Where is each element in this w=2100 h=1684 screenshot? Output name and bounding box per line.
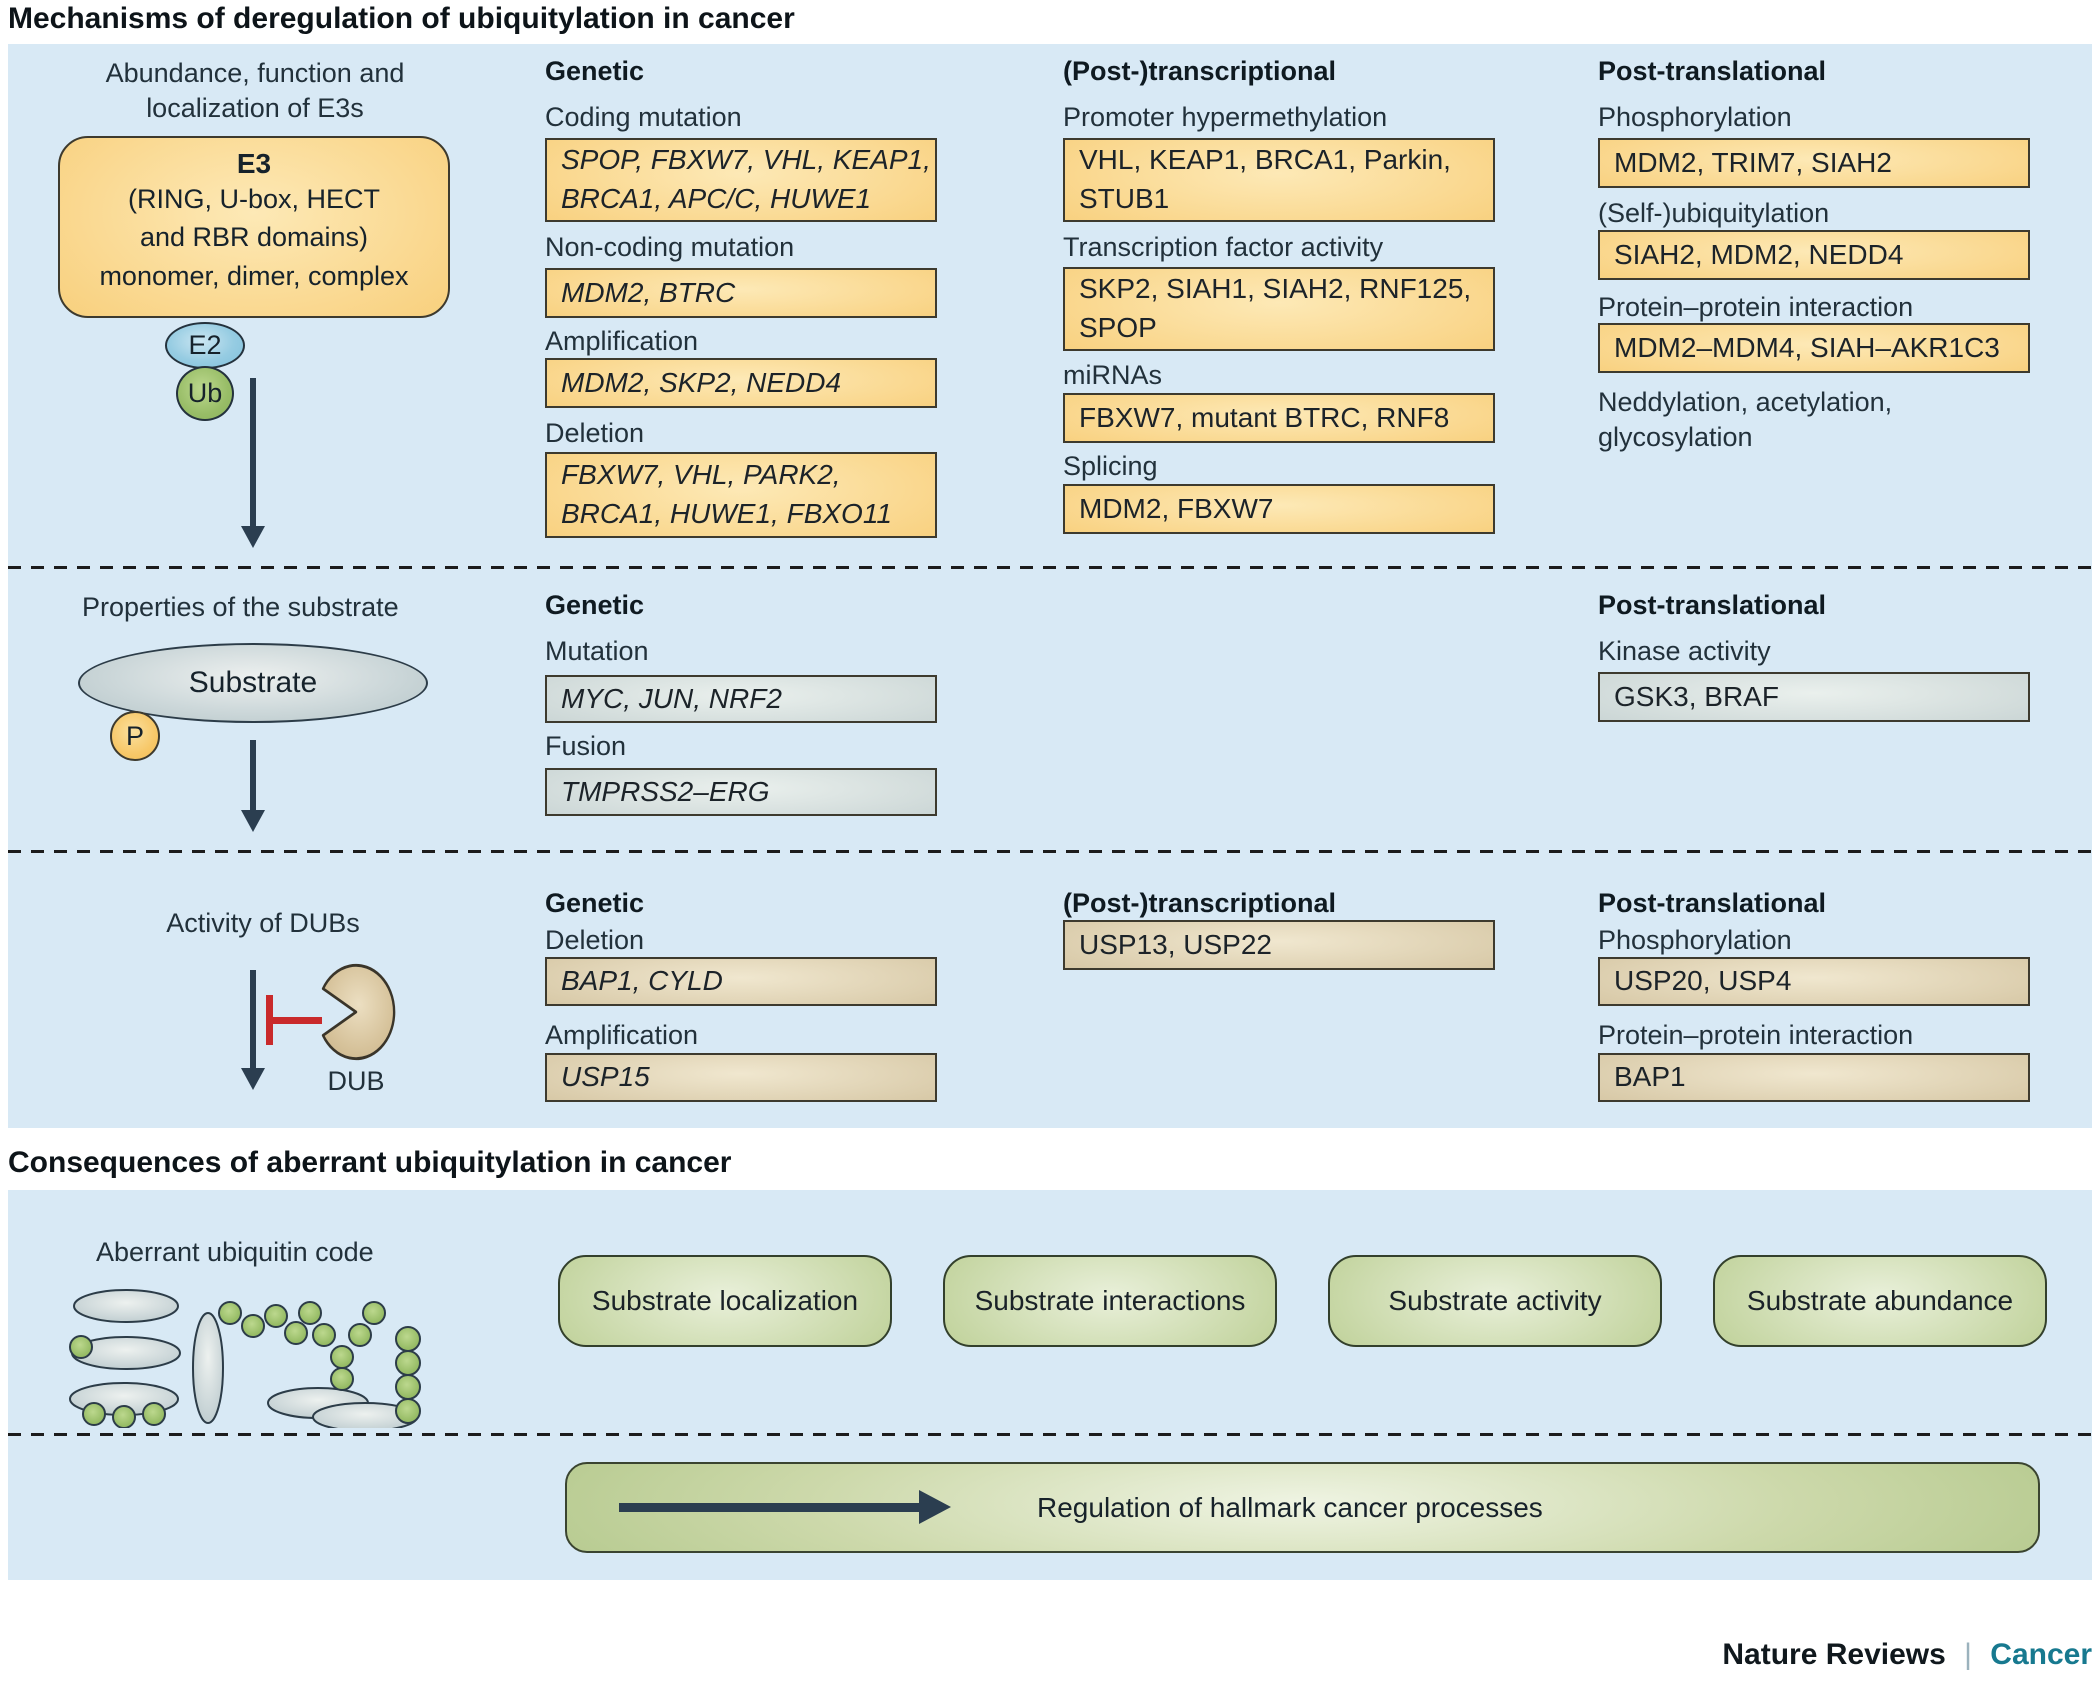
r2-mutation-genes-box: MYC, JUN, NRF2 bbox=[545, 675, 937, 723]
r2-kinase-activity-label: Kinase activity bbox=[1598, 636, 1771, 666]
section-divider-3 bbox=[8, 1433, 2092, 1436]
r1-amplification-genes-box: MDM2, SKP2, NEDD4 bbox=[545, 358, 937, 408]
regulation-arrow-head bbox=[919, 1490, 951, 1524]
r1-tf-activity-genes-box: SKP2, SIAH1, SIAH2, RNF125, SPOP bbox=[1063, 267, 1495, 351]
phosphate-badge-label: P bbox=[125, 720, 144, 751]
outcome-substrate-interactions: Substrate interactions bbox=[943, 1255, 1277, 1347]
substrate-down-arrow-line bbox=[250, 740, 256, 810]
r3-ppi-label: Protein–protein interaction bbox=[1598, 1020, 1914, 1050]
r1-ppi-label: Protein–protein interaction bbox=[1598, 292, 1914, 322]
outcome-substrate-abundance: Substrate abundance bbox=[1713, 1255, 2047, 1347]
r1-phosphorylation-label: Phosphorylation bbox=[1598, 102, 1792, 132]
r2-fusion-genes-box: TMPRSS2–ERG bbox=[545, 768, 937, 816]
dub-down-arrow-line bbox=[250, 970, 256, 1068]
r1-splicing-label: Splicing bbox=[1063, 451, 1158, 481]
r3-phosphorylation-genes-box: USP20, USP4 bbox=[1598, 957, 2030, 1006]
journal-credit-name: Cancer bbox=[1990, 1638, 2092, 1671]
regulation-arrow-line bbox=[619, 1503, 919, 1512]
r2-mutation-label: Mutation bbox=[545, 636, 649, 666]
r1-transcriptional-heading: (Post-)transcriptional bbox=[1063, 56, 1337, 86]
r3-genetic-heading: Genetic bbox=[545, 888, 645, 918]
r1-mirnas-label: miRNAs bbox=[1063, 360, 1162, 390]
r1-deletion-genes-box: FBXW7, VHL, PARK2, BRCA1, HUWE1, FBXO11 bbox=[545, 452, 937, 538]
r1-noncoding-mutation-label: Non-coding mutation bbox=[545, 232, 795, 262]
ub-label: Ub bbox=[187, 378, 223, 408]
r1-genetic-heading: Genetic bbox=[545, 56, 645, 86]
r1-phosphorylation-genes-box: MDM2, TRIM7, SIAH2 bbox=[1598, 138, 2030, 188]
r1-promoter-label: Promoter hypermethylation bbox=[1063, 102, 1388, 132]
r3-transcriptional-genes-box: USP13, USP22 bbox=[1063, 920, 1495, 970]
r1-self-ubiquitylation-label: (Self-)ubiquitylation bbox=[1598, 198, 1830, 228]
substrate-intro-label: Properties of the substrate bbox=[82, 592, 399, 622]
phosphate-badge: P bbox=[110, 711, 160, 761]
journal-credit: Nature Reviews | Cancer bbox=[1722, 1638, 2092, 1672]
r1-translational-heading: Post-translational bbox=[1598, 56, 1827, 86]
e3-box-title: E3 bbox=[236, 148, 272, 179]
outcome-label-abundance: Substrate abundance bbox=[1746, 1285, 2014, 1316]
inhibition-tee-line bbox=[266, 1017, 322, 1024]
r1-deletion-label: Deletion bbox=[545, 418, 645, 448]
aberrant-ubiquitin-code-illustration bbox=[69, 1289, 421, 1428]
r1-self-ubiquitylation-genes-box: SIAH2, MDM2, NEDD4 bbox=[1598, 230, 2030, 280]
r3-deletion-genes-box: BAP1, CYLD bbox=[545, 957, 937, 1006]
dub-intro-label: Activity of DUBs bbox=[166, 908, 360, 938]
r3-amplification-genes-box: USP15 bbox=[545, 1053, 937, 1102]
r3-deletion-label: Deletion bbox=[545, 925, 645, 955]
regulation-bar: Regulation of hallmark cancer processes bbox=[565, 1462, 2040, 1553]
ubiquitin-shape: Ub bbox=[176, 366, 234, 421]
dub-down-arrow-head bbox=[241, 1068, 265, 1090]
section-divider-2 bbox=[8, 850, 2092, 853]
e2-label: E2 bbox=[188, 330, 222, 360]
r1-promoter-genes-box: VHL, KEAP1, BRCA1, Parkin, STUB1 bbox=[1063, 138, 1495, 222]
substrate-shape: Substrate bbox=[78, 643, 428, 723]
consequences-title: Consequences of aberrant ubiquitylation … bbox=[8, 1146, 732, 1179]
section-divider-1 bbox=[8, 566, 2092, 569]
r2-fusion-label: Fusion bbox=[545, 731, 627, 761]
r1-other-modifications-label: Neddylation, acetylation, glycosylation bbox=[1598, 387, 1893, 452]
regulation-label: Regulation of hallmark cancer processes bbox=[1037, 1491, 1543, 1523]
mechanisms-title: Mechanisms of deregulation of ubiquityla… bbox=[8, 2, 795, 35]
r1-mirnas-genes-box: FBXW7, mutant BTRC, RNF8 bbox=[1063, 393, 1495, 443]
outcome-substrate-localization: Substrate localization bbox=[558, 1255, 892, 1347]
aberrant-code-label: Aberrant ubiquitin code bbox=[96, 1237, 374, 1267]
dub-pacman-icon bbox=[321, 963, 396, 1061]
e3-box: E3 (RING, U-box, HECT and RBR domains) m… bbox=[58, 136, 450, 318]
r3-transcriptional-heading: (Post-)transcriptional bbox=[1063, 888, 1337, 918]
outcome-substrate-activity: Substrate activity bbox=[1328, 1255, 1662, 1347]
journal-credit-brand: Nature Reviews bbox=[1722, 1638, 1946, 1671]
outcome-label-localization: Substrate localization bbox=[591, 1285, 859, 1316]
outcome-label-interactions: Substrate interactions bbox=[974, 1285, 1246, 1316]
r1-tf-activity-label: Transcription factor activity bbox=[1063, 232, 1384, 262]
r3-ppi-genes-box: BAP1 bbox=[1598, 1053, 2030, 1102]
journal-credit-separator: | bbox=[1964, 1638, 1972, 1671]
r1-noncoding-mutation-genes-box: MDM2, BTRC bbox=[545, 268, 937, 318]
r3-phosphorylation-label: Phosphorylation bbox=[1598, 925, 1792, 955]
e3-box-lines: (RING, U-box, HECT and RBR domains) mono… bbox=[99, 184, 409, 291]
r2-kinase-genes-box: GSK3, BRAF bbox=[1598, 672, 2030, 722]
r1-amplification-label: Amplification bbox=[545, 326, 699, 356]
e3-down-arrow-head bbox=[241, 526, 265, 548]
r1-ppi-genes-box: MDM2–MDM4, SIAH–AKR1C3 bbox=[1598, 323, 2030, 373]
substrate-label: Substrate bbox=[188, 666, 318, 699]
dub-shape-label: DUB bbox=[327, 1066, 385, 1096]
outcome-label-activity: Substrate activity bbox=[1388, 1285, 1602, 1316]
r3-translational-heading: Post-translational bbox=[1598, 888, 1827, 918]
r3-amplification-label: Amplification bbox=[545, 1020, 699, 1050]
e2-enzyme-shape: E2 bbox=[165, 322, 245, 369]
e3-down-arrow-line bbox=[250, 378, 256, 526]
r1-coding-mutation-genes-box: SPOP, FBXW7, VHL, KEAP1, BRCA1, APC/C, H… bbox=[545, 138, 937, 222]
r1-coding-mutation-label: Coding mutation bbox=[545, 102, 742, 132]
r2-genetic-heading: Genetic bbox=[545, 590, 645, 620]
e3-intro-label: Abundance, function and localization of … bbox=[105, 58, 405, 123]
r2-translational-heading: Post-translational bbox=[1598, 590, 1827, 620]
r1-splicing-genes-box: MDM2, FBXW7 bbox=[1063, 484, 1495, 534]
substrate-down-arrow-head bbox=[241, 810, 265, 832]
